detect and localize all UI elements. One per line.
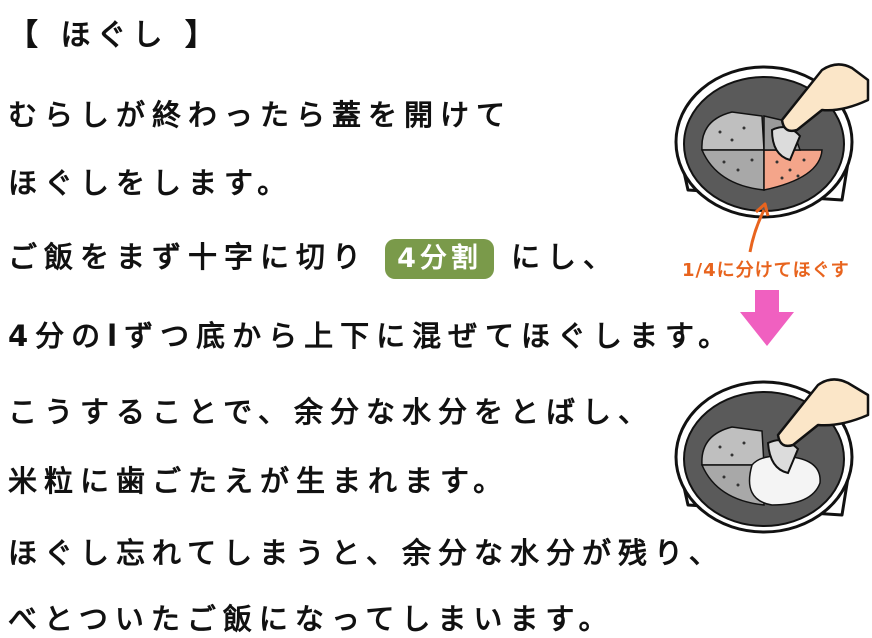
annotation-arrow-icon [748,202,770,253]
text-line-2: ほぐしをします。 [8,166,294,200]
section-heading: 【 ほぐし 】 [8,18,221,53]
text-line-5: こうすることで、余分な水分をとばし、 [8,395,654,429]
text-line-1: むらしが終わったら蓋を開けて [8,98,513,132]
text-line-8: べとついたご飯になってしまいます。 [8,602,615,636]
text-line-3: ご飯をまず十字に切り 4分割 にし、 [8,234,619,279]
badge-4-split: 4分割 [385,239,494,279]
annotation-label: 1/4に分けてほぐす [682,260,850,281]
text-line-3-before: ご飯をまず十字に切り [8,240,369,274]
rice-cooker-step1-icon [674,63,870,219]
text-line-4: 4分のlずつ底から上下に混ぜてほぐします。 [8,319,735,353]
text-line-7: ほぐし忘れてしまうと、余分な水分が残り、 [8,536,725,570]
rice-cooker-step2-icon [674,378,870,534]
text-line-6: 米粒に歯ごたえが生まれます。 [8,464,510,498]
arrow-down-icon [740,290,794,346]
text-line-3-after: にし、 [511,240,620,274]
